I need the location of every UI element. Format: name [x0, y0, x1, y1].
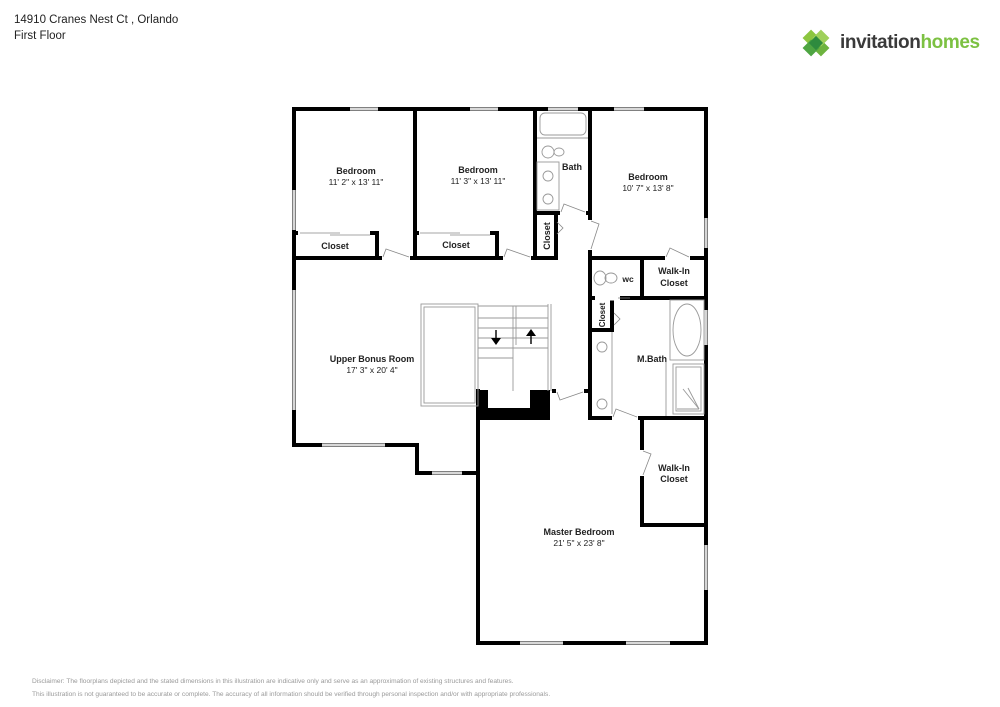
room-labels: Bedroom 11' 2" x 13' 11" Bedroom 11' 3" … [321, 162, 690, 548]
stair-up-arrow-icon [526, 329, 536, 344]
room-name: Closet [442, 240, 470, 250]
disclaimer: Disclaimer: The floorplans depicted and … [32, 675, 550, 701]
disclaimer-line-1: Disclaimer: The floorplans depicted and … [32, 678, 514, 685]
room-name: Bedroom [628, 172, 668, 182]
sink-icon [542, 193, 554, 205]
room-name: Upper Bonus Room [330, 354, 415, 364]
room-name: Bedroom [458, 165, 498, 175]
bathtub-icon [669, 299, 705, 361]
room-dims: 11' 2" x 13' 11" [329, 177, 384, 187]
room-name: Closet [321, 241, 349, 251]
shower-icon [672, 363, 705, 415]
bath-fixtures [536, 112, 705, 416]
room-name: wc [621, 274, 634, 284]
room-dims: 21' 5" x 23' 8" [553, 538, 604, 548]
room-dims: 17' 3" x 20' 4" [346, 365, 397, 375]
brand-name: invitationhomes [840, 32, 980, 53]
header: 14910 Cranes Nest Ct , Orlando First Flo… [14, 12, 178, 44]
room-name: Bedroom [336, 166, 376, 176]
room-name: Bath [562, 162, 582, 172]
room-name: Closet [660, 474, 688, 484]
stair-landing [476, 390, 550, 420]
room-dims: 10' 7" x 13' 8" [622, 183, 673, 193]
room-name: Closet [542, 222, 552, 250]
window-sills [293, 108, 707, 644]
door-openings [298, 210, 690, 476]
toilet-icon [541, 145, 555, 159]
clover-logo-icon [802, 29, 830, 57]
toilet-icon [593, 270, 607, 286]
door-swings [300, 203, 690, 476]
room-name: Walk-In [658, 463, 690, 473]
sink-icon [596, 341, 608, 353]
staircase[interactable] [420, 303, 552, 407]
property-address: 14910 Cranes Nest Ct , Orlando [14, 14, 179, 26]
room-name: Master Bedroom [543, 527, 614, 537]
room-name: Walk-In [658, 266, 690, 276]
stair-down-arrow-icon [491, 330, 501, 345]
room-name: Closet [598, 302, 607, 327]
sink-icon [596, 398, 608, 410]
sink-icon [542, 170, 554, 182]
floor-label: First Floor [14, 30, 66, 42]
room-name: Closet [660, 278, 688, 288]
room-name: M.Bath [637, 354, 667, 364]
bathtub-icon [539, 112, 587, 136]
disclaimer-line-2: This illustration is not guaranteed to b… [32, 691, 551, 698]
brand-logo: invitationhomes [798, 25, 980, 61]
room-dims: 11' 3" x 13' 11" [451, 176, 506, 186]
